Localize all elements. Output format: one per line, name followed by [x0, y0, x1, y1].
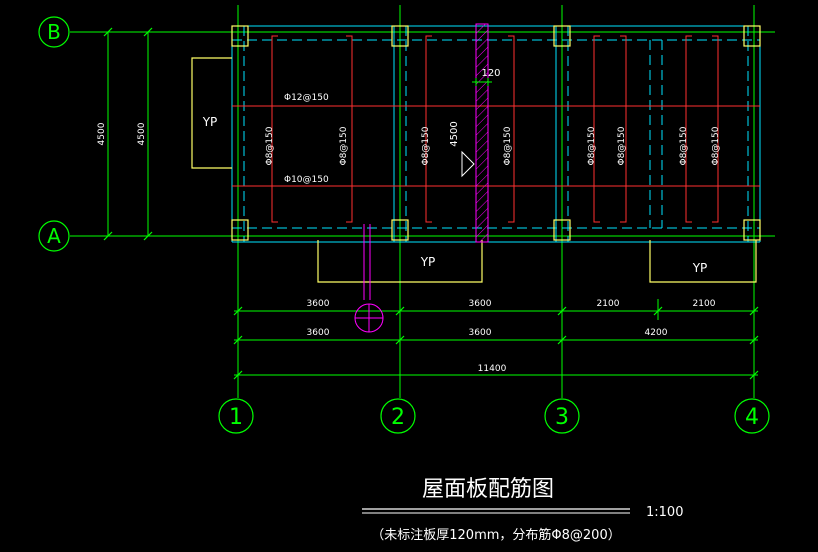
drawing-title: 屋面板配筋图 [422, 477, 554, 502]
rebar-vertical-label: Φ8@150 [421, 126, 431, 165]
axis-lines [70, 5, 775, 398]
dim-row2-1: 3600 [307, 328, 330, 338]
rebar-bottom-label: Φ10@150 [284, 175, 329, 185]
wall [461, 23, 492, 243]
dim-row1-3: 2100 [597, 299, 620, 309]
title-block: 屋面板配筋图 1:100 （未标注板厚120mm，分布筋Φ8@200） [362, 477, 683, 543]
pipe-symbol [354, 224, 384, 333]
axis-label-3: 3 [555, 405, 569, 430]
rebar-vertical-label: Φ8@150 [587, 126, 597, 165]
dim-row1-1: 3600 [307, 299, 330, 309]
dimension-ticks [103, 27, 759, 380]
yp-label-bottom-mid: YP [420, 255, 436, 269]
rebar-vertical-label: Φ8@150 [679, 126, 689, 165]
dim-mid-span: 4500 [449, 121, 460, 146]
rebar-top-label: Φ12@150 [284, 93, 329, 103]
axis-label-4: 4 [745, 405, 759, 430]
rebar-lines [232, 35, 760, 223]
yp-boxes [191, 57, 757, 283]
dim-total: 11400 [478, 364, 507, 374]
dim-wall-thickness: 120 [481, 68, 500, 79]
axis-label-1: 1 [229, 405, 243, 430]
columns [231, 25, 761, 241]
axis-label-a: A [47, 224, 61, 248]
dim-left-outer: 4500 [97, 122, 107, 145]
rebar-vertical-label: Φ8@150 [503, 126, 513, 165]
dim-row2-3: 4200 [645, 328, 668, 338]
rebar-vertical-label: Φ8@150 [265, 126, 275, 165]
drawing-note: （未标注板厚120mm，分布筋Φ8@200） [371, 527, 620, 543]
dim-row1-2: 3600 [469, 299, 492, 309]
dim-row1-4: 2100 [693, 299, 716, 309]
dim-row2-2: 3600 [469, 328, 492, 338]
yp-label-bottom-right: YP [692, 261, 708, 275]
dimension-texts: 4500 4500 4500 120 3600 3600 2100 2100 3… [97, 68, 716, 374]
yp-label-left: YP [202, 115, 218, 129]
drawing-scale: 1:100 [646, 505, 683, 520]
rebar-labels: Φ12@150 Φ10@150 Φ8@150 Φ8@150 Φ8@150 Φ8@… [265, 93, 721, 185]
axis-label-b: B [47, 20, 61, 44]
axis-bubbles [38, 16, 770, 434]
dim-left-inner: 4500 [137, 122, 147, 145]
rebar-vertical-label: Φ8@150 [339, 126, 349, 165]
rebar-vertical-label: Φ8@150 [711, 126, 721, 165]
rebar-vertical-label: Φ8@150 [617, 126, 627, 165]
yp-labels: YP YP YP [202, 115, 708, 275]
axis-label-2: 2 [391, 405, 405, 430]
axis-labels: B A 1 2 3 4 [47, 20, 759, 430]
beam-lines [231, 25, 761, 243]
